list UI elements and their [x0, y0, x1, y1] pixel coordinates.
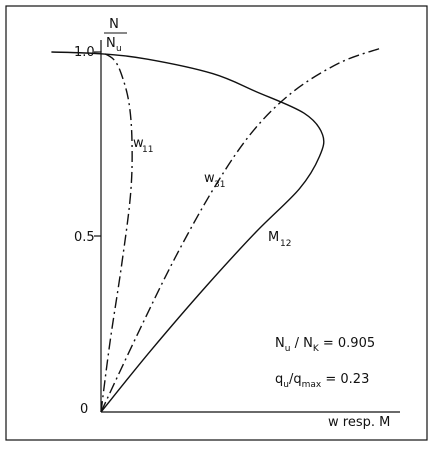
- label-w31-main: w: [204, 171, 215, 186]
- y-label-denominator: N: [106, 36, 116, 51]
- label-m12-main: M: [268, 230, 279, 245]
- y-tick-label-05: 0.5: [74, 230, 95, 245]
- ann2-p2: /q: [289, 372, 302, 387]
- curve-m12: [51, 51, 325, 413]
- annotation-nu-nk: Nu / NK = 0.905: [275, 336, 375, 354]
- y-label-numerator: N: [109, 17, 119, 32]
- ann1-p0: N: [275, 336, 285, 351]
- ann2-p3: max: [302, 380, 322, 390]
- label-m12-sub: 12: [280, 239, 291, 249]
- label-w31-sub: 31: [214, 180, 225, 190]
- curve-w31: [100, 47, 381, 413]
- label-w11-sub: 11: [142, 145, 153, 155]
- annotation-qu-qmax: qu/qmax = 0.23: [275, 372, 369, 390]
- ann2-p1: u: [283, 380, 289, 390]
- y-axis-label: N N u: [104, 17, 127, 54]
- ann1-p1: u: [285, 344, 291, 354]
- x-axis-label: w resp. M: [328, 415, 390, 430]
- label-m12: M 12: [268, 230, 291, 249]
- ann1-p4: = 0.905: [319, 336, 375, 351]
- label-w11: w 11: [133, 136, 153, 155]
- origin-label: 0: [80, 402, 88, 417]
- y-label-denominator-sub: u: [116, 44, 122, 54]
- ann2-p4: = 0.23: [321, 372, 369, 387]
- ann1-p3: K: [313, 344, 320, 354]
- label-w11-main: w: [133, 136, 144, 151]
- label-w31: w 31: [204, 171, 225, 190]
- ann1-p2: / N: [290, 336, 312, 351]
- chart-border: [5, 5, 428, 441]
- curve-w11: [100, 51, 133, 413]
- ann2-p0: q: [275, 372, 283, 387]
